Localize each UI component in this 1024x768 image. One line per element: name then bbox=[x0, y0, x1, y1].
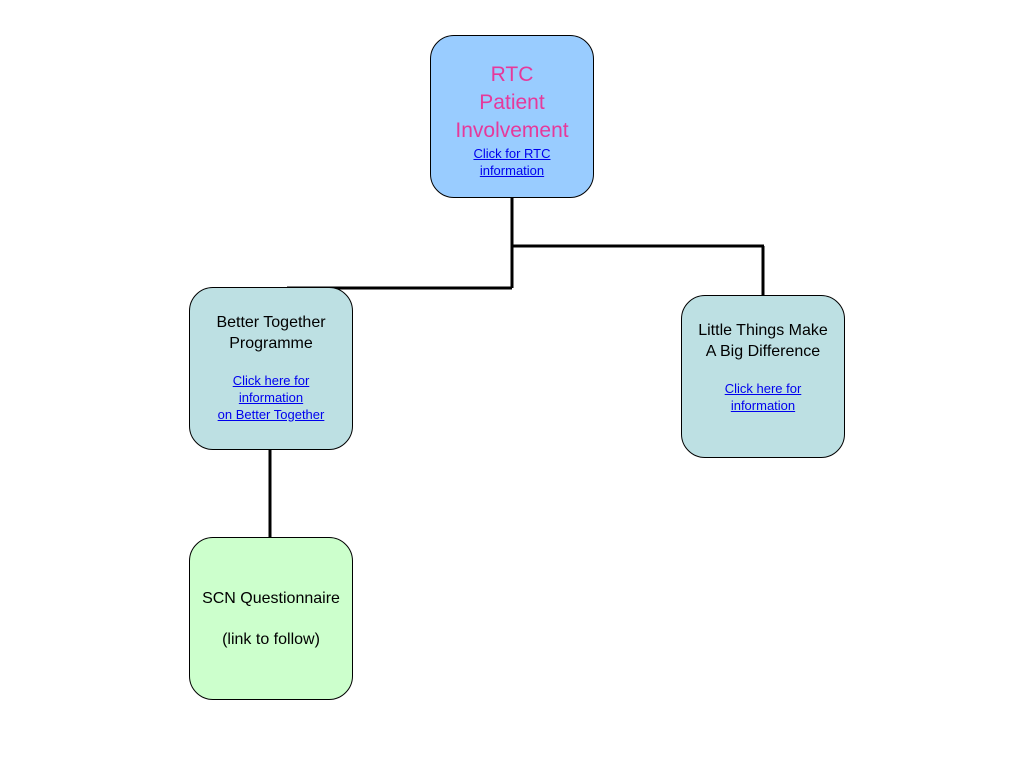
scn-note: (link to follow) bbox=[222, 631, 320, 648]
node-better-together: Better Together Programme Click here for… bbox=[189, 287, 353, 450]
better-together-info-link[interactable]: Click here for information on Better Tog… bbox=[218, 372, 325, 423]
scn-title: SCN Questionnaire bbox=[202, 590, 340, 607]
little-things-link-line[interactable]: Click here for bbox=[724, 381, 802, 396]
better-together-title-line: Better Together bbox=[216, 314, 326, 331]
little-things-link-line[interactable]: information bbox=[730, 398, 796, 413]
node-little-things: Little Things Make A Big Difference Clic… bbox=[681, 295, 845, 458]
better-together-link-line[interactable]: Click here for bbox=[232, 373, 310, 388]
node-rtc-patient-involvement: RTC Patient Involvement Click for RTC in… bbox=[430, 35, 594, 198]
rtc-title-line: Patient bbox=[479, 91, 545, 114]
better-together-title-line: Programme bbox=[229, 335, 313, 352]
rtc-title-line: RTC bbox=[490, 63, 534, 86]
little-things-info-link[interactable]: Click here for information bbox=[725, 380, 802, 414]
better-together-title: Better Together Programme bbox=[216, 312, 325, 354]
rtc-title-line: Involvement bbox=[455, 119, 569, 142]
little-things-title-line: Little Things Make bbox=[698, 322, 828, 339]
node-scn-questionnaire: SCN Questionnaire (link to follow) bbox=[189, 537, 353, 700]
rtc-info-link-line[interactable]: information bbox=[479, 163, 545, 178]
little-things-title: Little Things Make A Big Difference bbox=[698, 320, 828, 362]
rtc-title: RTC Patient Involvement bbox=[455, 61, 568, 145]
better-together-link-line[interactable]: on Better Together bbox=[217, 407, 325, 422]
better-together-link-line[interactable]: information bbox=[238, 390, 304, 405]
little-things-title-line: A Big Difference bbox=[705, 343, 821, 360]
rtc-info-link[interactable]: Click for RTC information bbox=[473, 145, 550, 179]
rtc-info-link-line[interactable]: Click for RTC bbox=[473, 146, 551, 161]
